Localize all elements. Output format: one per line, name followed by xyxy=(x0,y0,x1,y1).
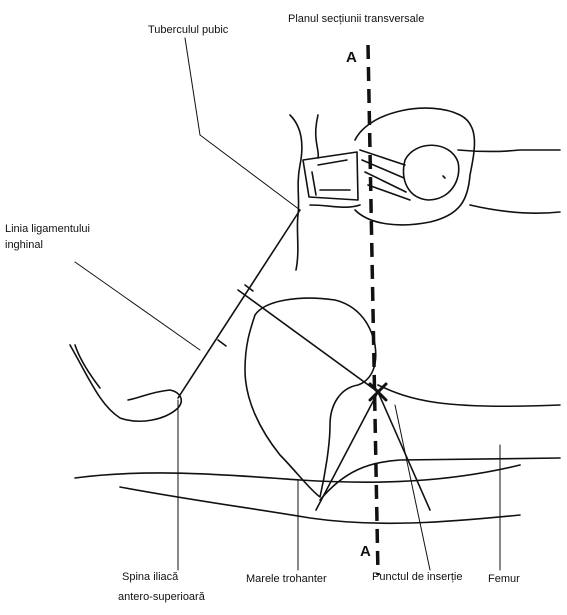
iliac-crest xyxy=(70,345,181,421)
label-inguinal-line-2: inghinal xyxy=(5,239,43,251)
label-a-top: A xyxy=(346,49,357,66)
inguinal-ligament-line xyxy=(178,210,300,398)
pubic-inner-line xyxy=(312,160,350,195)
leader-inguinal xyxy=(75,262,200,350)
femur-neck-line xyxy=(378,385,560,406)
leader-pubic-tubercle xyxy=(185,38,300,210)
label-asis-2: antero-superioară xyxy=(118,591,206,603)
leader-insertion xyxy=(395,405,430,570)
acetabulum-outline xyxy=(355,108,474,225)
femoral-head-dot xyxy=(443,176,445,178)
label-femur: Femur xyxy=(488,573,520,585)
label-asis-1: Spina iliacă xyxy=(122,571,179,583)
label-trochanter: Marele trohanter xyxy=(246,573,327,585)
insertion-x-mark xyxy=(370,384,386,400)
thigh-contour-lower xyxy=(120,487,520,523)
label-a-bottom: A xyxy=(360,543,371,560)
insertion-to-trochanter-line xyxy=(316,392,378,510)
label-inguinal-line-1: Linia ligamentului xyxy=(5,223,90,235)
iliac-inner xyxy=(75,345,100,388)
pubic-body-outline xyxy=(303,152,358,200)
label-pubic-tubercle: Tuberculul pubic xyxy=(148,24,229,36)
insertion-to-femur-line xyxy=(378,392,430,510)
greater-trochanter xyxy=(245,298,376,497)
midpoint-to-insertion-line xyxy=(238,290,378,392)
pubic-lower-curve xyxy=(310,115,360,207)
inguinal-tick-2 xyxy=(245,285,253,291)
label-insertion: Punctul de inserție xyxy=(372,571,463,583)
transverse-plane-line xyxy=(368,45,378,575)
femur-shaft-bottom xyxy=(470,205,560,213)
label-plane: Planul secțiunii transversale xyxy=(288,13,424,25)
inguinal-tick-1 xyxy=(218,340,226,346)
neck-hatching xyxy=(360,150,410,200)
pubic-outline xyxy=(290,115,302,270)
femoral-head xyxy=(404,145,459,200)
